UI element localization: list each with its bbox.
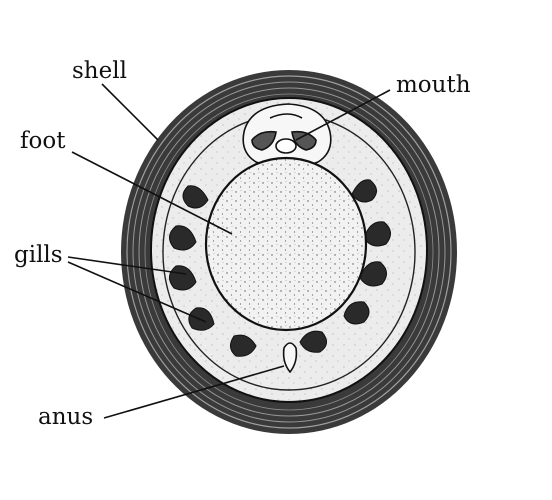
foot bbox=[204, 156, 368, 332]
gill bbox=[182, 185, 209, 209]
shell-label: shell bbox=[72, 58, 127, 84]
gill bbox=[230, 334, 257, 357]
gill bbox=[188, 307, 215, 331]
gill bbox=[169, 225, 197, 251]
gill bbox=[351, 179, 377, 203]
mouth-region bbox=[242, 103, 332, 169]
gill bbox=[299, 330, 327, 353]
mouth-leader bbox=[295, 89, 391, 141]
anus-label: anus bbox=[38, 404, 93, 430]
shell-leader bbox=[101, 83, 159, 141]
gill bbox=[343, 301, 370, 325]
gills-leader-upper bbox=[67, 256, 187, 275]
gills-label: gills bbox=[14, 242, 63, 268]
gill bbox=[363, 221, 391, 247]
mouth-label: mouth bbox=[396, 72, 471, 98]
anus-leader bbox=[103, 365, 285, 419]
foot-label: foot bbox=[20, 128, 66, 154]
gill bbox=[359, 261, 387, 287]
foot-leader bbox=[71, 151, 233, 235]
gills bbox=[169, 179, 391, 357]
anus bbox=[282, 342, 298, 374]
gills-leader-lower bbox=[67, 261, 207, 323]
